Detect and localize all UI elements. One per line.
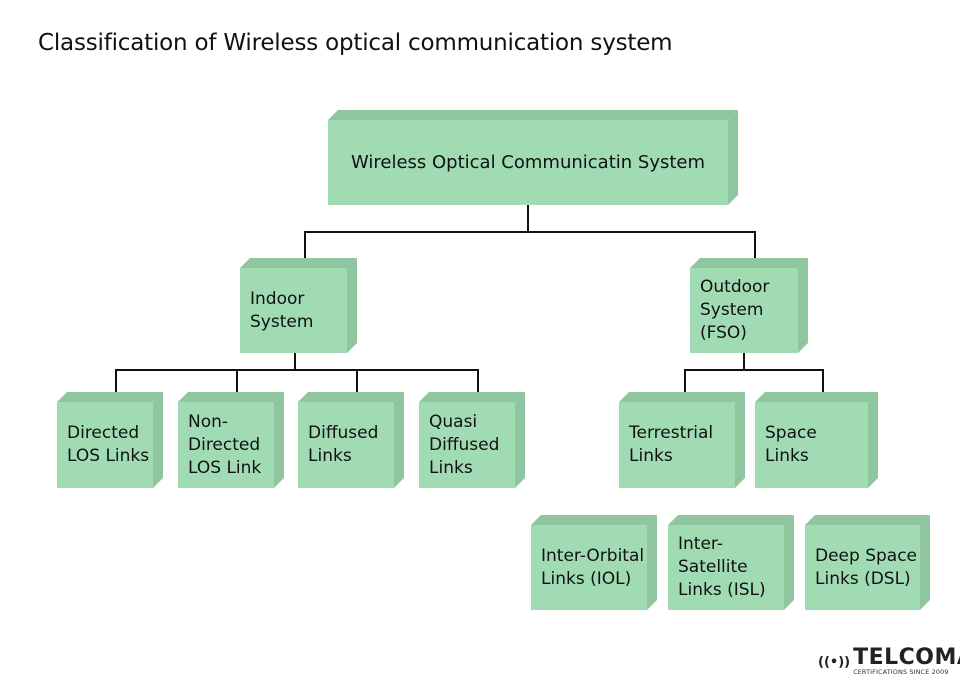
node-label: Non-Directed LOS Link (178, 402, 274, 488)
connector (754, 231, 756, 268)
connector (115, 369, 117, 402)
node-iol: Inter-Orbital Links (IOL) (531, 515, 657, 610)
node-dsl: Deep Space Links (DSL) (805, 515, 930, 610)
connector (822, 369, 824, 402)
node-non-directed-los: Non-Directed LOS Link (178, 392, 284, 488)
connector (684, 369, 686, 402)
node-terrestrial: Terrestrial Links (619, 392, 745, 488)
node-label: Inter-Orbital Links (IOL) (531, 525, 647, 610)
page-title: Classification of Wireless optical commu… (38, 30, 673, 56)
connector (294, 353, 296, 371)
connector (304, 231, 306, 268)
connector (527, 205, 529, 233)
connector (743, 353, 745, 371)
connector (477, 369, 479, 402)
node-diffused: Diffused Links (298, 392, 404, 488)
connector (684, 369, 824, 371)
node-label: Diffused Links (298, 402, 394, 488)
logo-name: TELCOMA (853, 645, 960, 670)
node-root: Wireless Optical Communicatin System (328, 110, 738, 205)
telcoma-logo: ((•)) TELCOMA CERTIFICATIONS SINCE 2009 (818, 645, 960, 677)
node-indoor: Indoor System (240, 258, 357, 353)
wireless-signal-icon: ((•)) (818, 654, 851, 670)
node-space: Space Links (755, 392, 878, 488)
node-label: Wireless Optical Communicatin System (328, 120, 728, 205)
node-isl: Inter-Satellite Links (ISL) (668, 515, 794, 610)
node-label: Directed LOS Links (57, 402, 153, 488)
node-label: Terrestrial Links (619, 402, 735, 488)
connector (304, 231, 756, 233)
connector (115, 369, 479, 371)
node-label: Deep Space Links (DSL) (805, 525, 920, 610)
node-label: Quasi Diffused Links (419, 402, 515, 488)
node-label: Inter-Satellite Links (ISL) (668, 525, 784, 610)
connector (236, 369, 238, 402)
node-directed-los: Directed LOS Links (57, 392, 163, 488)
logo-tagline: CERTIFICATIONS SINCE 2009 (853, 668, 949, 676)
connector (356, 369, 358, 402)
node-label: Indoor System (240, 268, 347, 353)
node-outdoor: Outdoor System (FSO) (690, 258, 808, 353)
node-label: Space Links (755, 402, 868, 488)
node-quasi-diffused: Quasi Diffused Links (419, 392, 525, 488)
node-label: Outdoor System (FSO) (690, 268, 798, 353)
